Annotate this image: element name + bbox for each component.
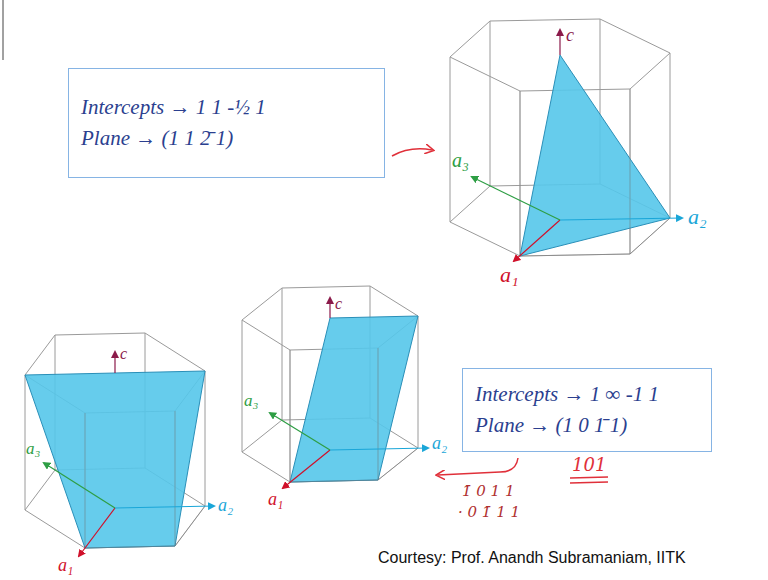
- handwritten-note: · 0 1̄ 1 1: [458, 505, 520, 520]
- axis-label: a₂: [432, 434, 447, 452]
- axis-label: a₁: [58, 556, 73, 574]
- axis-a1: [79, 508, 115, 556]
- axis-label: a₃: [244, 392, 258, 409]
- credit-line: Courtesy: Prof. Anandh Subramaniam, IITK: [378, 550, 686, 566]
- axis-a2: [560, 218, 682, 220]
- axis-c: [114, 352, 115, 373]
- crystal-plane: [290, 316, 418, 482]
- pointer-arrow: [438, 458, 518, 475]
- info-box: Intercepts → 1 1 -½ 1Plane → (1 1 2̄ 1): [68, 68, 385, 178]
- double-underline: [570, 477, 608, 483]
- pointer-arrow: [392, 149, 432, 156]
- hexagonal-prism: [242, 286, 418, 482]
- intercepts-text: Intercepts → 1 1 -½ 1: [81, 92, 372, 124]
- axis-c: [329, 298, 330, 318]
- prism-front-edges: [520, 89, 670, 256]
- axis-label: a₂: [688, 206, 707, 228]
- axis-label: a₃: [26, 440, 40, 457]
- prism-front-edges: [290, 348, 418, 482]
- axis-label: a₂: [218, 496, 233, 514]
- intercepts-text: Intercepts → 1 ∞ -1 1: [475, 379, 699, 411]
- axis-a1: [514, 220, 560, 261]
- crystal-plane: [25, 371, 205, 548]
- axis-label: c: [566, 26, 574, 44]
- axis-label: c: [335, 296, 342, 312]
- prism-front-edges: [85, 411, 205, 548]
- axis-label: a₁: [268, 490, 283, 508]
- page-rule: [3, 0, 4, 60]
- handwritten-note: 101: [572, 456, 606, 474]
- axis-label: a₃: [452, 150, 469, 170]
- crystal-plane: [520, 55, 670, 256]
- axis-label: a₁: [500, 264, 519, 286]
- axis-label: c: [120, 346, 127, 362]
- axis-a3: [270, 413, 330, 450]
- axis-a3: [44, 463, 115, 508]
- plane-text: Plane → (1 0 1̄ 1): [475, 410, 699, 442]
- hexagonal-prism: [25, 333, 205, 548]
- axis-a1: [283, 450, 330, 488]
- axis-c: [559, 30, 560, 55]
- handwritten-note: 1̄ 0 1 1: [462, 484, 514, 499]
- axis-a2: [330, 448, 428, 450]
- axis-a3: [472, 177, 560, 220]
- plane-text: Plane → (1 1 2̄ 1): [81, 123, 372, 155]
- axis-a2: [115, 506, 214, 508]
- info-box: Intercepts → 1 ∞ -1 1Plane → (1 0 1̄ 1): [462, 368, 712, 452]
